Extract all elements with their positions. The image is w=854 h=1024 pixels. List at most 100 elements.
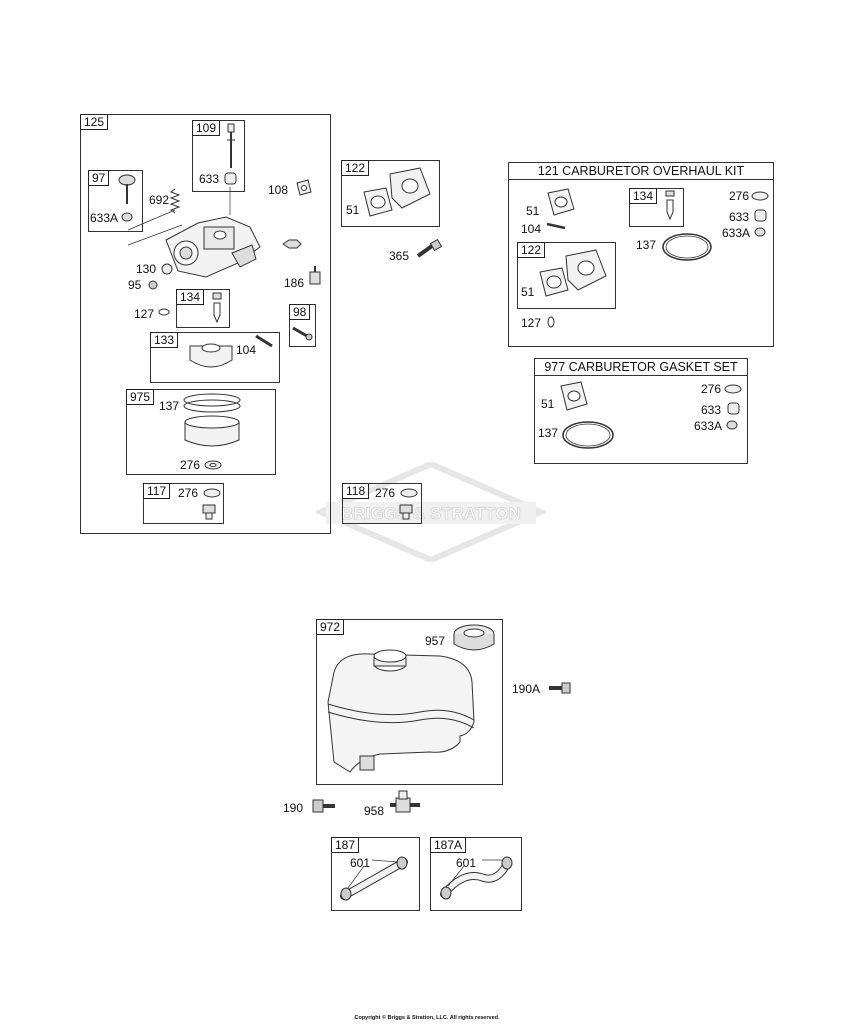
- seal-633-icon: [224, 172, 237, 185]
- sub-122-box: [341, 160, 440, 227]
- fuel-line-187-box: [331, 837, 420, 911]
- float-needle-icon: [212, 292, 222, 324]
- part-51-label[interactable]: 51: [541, 397, 555, 411]
- part-130-label[interactable]: 130: [136, 262, 157, 276]
- part-137-label[interactable]: 137: [159, 399, 180, 413]
- washer-130-icon: [161, 263, 173, 275]
- sub-122-tag[interactable]: 122: [341, 160, 370, 176]
- carburetor-assembly-box: [80, 114, 331, 534]
- overhaul-122-tag[interactable]: 122: [517, 242, 546, 258]
- fuel-tank-icon: [327, 649, 475, 773]
- sub-117-tag[interactable]: 117: [143, 483, 171, 499]
- oring-127-icon: [158, 308, 170, 316]
- part-633-label[interactable]: 633: [729, 210, 750, 224]
- part-365-label[interactable]: 365: [389, 249, 410, 263]
- gasket-51-icon: [547, 188, 575, 216]
- part-190A-label[interactable]: 190A: [512, 682, 541, 696]
- sub-975-tag[interactable]: 975: [126, 389, 155, 405]
- part-127-label[interactable]: 127: [521, 316, 542, 330]
- sub-133-tag[interactable]: 133: [150, 332, 179, 348]
- part-137-label[interactable]: 137: [636, 238, 657, 252]
- throttle-shaft-icon: [118, 174, 136, 204]
- part-633-label[interactable]: 633: [199, 172, 220, 186]
- part-104-label[interactable]: 104: [236, 343, 257, 357]
- part-276-label[interactable]: 276: [701, 382, 722, 396]
- screw-190-icon: [312, 799, 335, 813]
- fuel-line-187A-tag[interactable]: 187A: [430, 837, 467, 853]
- part-108-label[interactable]: 108: [268, 183, 289, 197]
- washer-276-icon: [400, 488, 418, 498]
- screw-95-icon: [148, 280, 158, 290]
- shutoff-valve-958-icon: [390, 790, 420, 813]
- watermark-text: BRIGGS & STRATTON: [341, 504, 521, 523]
- part-186-label[interactable]: 186: [284, 276, 305, 290]
- overhaul-kit-box: 121 CARBURETOR OVERHAUL KIT: [508, 162, 774, 347]
- elbow-186-icon: [309, 266, 321, 285]
- fuel-line-187A-box: [430, 837, 522, 911]
- part-137-label[interactable]: 137: [538, 426, 559, 440]
- fuel-cap-957-icon: [453, 624, 495, 651]
- fuel-line-187-icon: [340, 856, 408, 901]
- gasket-51-icon: [539, 267, 569, 297]
- seal-633A-icon: [726, 420, 738, 430]
- fuel-line-187A-icon: [440, 856, 513, 900]
- screw-98-icon: [292, 326, 313, 341]
- sub-975-box: [126, 389, 276, 475]
- part-51-label[interactable]: 51: [346, 203, 360, 217]
- sub-117-box: [143, 483, 224, 524]
- overhaul-kit-title[interactable]: 121 CARBURETOR OVERHAUL KIT: [509, 163, 773, 180]
- part-276-label[interactable]: 276: [375, 486, 396, 500]
- overhaul-134-tag[interactable]: 134: [629, 188, 658, 204]
- gasket-set-title[interactable]: 977 CARBURETOR GASKET SET: [535, 359, 747, 376]
- gasket-51-icon: [363, 187, 393, 217]
- sub-118-box: [342, 483, 422, 524]
- part-692-label[interactable]: 692: [149, 193, 170, 207]
- spring-692-icon: [169, 188, 181, 214]
- bracket-108-icon: [296, 179, 312, 196]
- part-104-label[interactable]: 104: [521, 222, 542, 236]
- fuel-tank-tag[interactable]: 972: [316, 619, 345, 635]
- part-51-label[interactable]: 51: [521, 285, 535, 299]
- part-276-label[interactable]: 276: [178, 486, 199, 500]
- float-needle-icon: [665, 190, 675, 221]
- sub-97-tag[interactable]: 97: [88, 170, 110, 186]
- gasket-set-box: 977 CARBURETOR GASKET SET: [534, 358, 748, 464]
- leader-lines-icon: [127, 187, 231, 246]
- sub-118-tag[interactable]: 118: [342, 483, 370, 499]
- fuel-line-187-tag[interactable]: 187: [331, 837, 360, 853]
- washer-276-icon: [203, 488, 221, 498]
- copyright-notice: Copyright © Briggs & Stratton, LLC. All …: [354, 1015, 500, 1021]
- sub-97-box: [88, 170, 143, 232]
- part-95-label[interactable]: 95: [128, 278, 142, 292]
- sub-134-tag[interactable]: 134: [176, 289, 205, 305]
- part-633A-label[interactable]: 633A: [694, 419, 723, 433]
- part-957-label[interactable]: 957: [425, 634, 446, 648]
- sub-109-tag[interactable]: 109: [192, 120, 221, 136]
- oring-137-icon: [662, 233, 712, 261]
- seal-633A-icon: [754, 227, 766, 237]
- seal-633A-icon: [121, 212, 133, 222]
- part-51-label[interactable]: 51: [526, 204, 540, 218]
- fuel-tank-box: [316, 619, 503, 785]
- part-633A-label[interactable]: 633A: [90, 211, 119, 225]
- carburetor-assembly-tag[interactable]: 125: [80, 114, 109, 130]
- part-958-label[interactable]: 958: [364, 804, 385, 818]
- float-133-icon: [189, 343, 233, 368]
- sub-98-tag[interactable]: 98: [289, 304, 311, 320]
- part-127-label[interactable]: 127: [134, 307, 155, 321]
- part-633A-label[interactable]: 633A: [722, 226, 751, 240]
- oring-127-icon: [547, 316, 555, 328]
- screw-190A-icon: [549, 682, 571, 694]
- part-601-label[interactable]: 601: [350, 856, 371, 870]
- gasket-51-icon: [560, 381, 588, 411]
- washer-276-icon: [204, 460, 222, 470]
- part-190-label[interactable]: 190: [283, 801, 304, 815]
- part-276-label[interactable]: 276: [729, 189, 750, 203]
- oring-137-icon: [562, 421, 614, 449]
- part-276-label[interactable]: 276: [180, 458, 201, 472]
- part-601-label[interactable]: 601: [456, 856, 477, 870]
- overhaul-122-box: [517, 242, 616, 309]
- part-633-label[interactable]: 633: [701, 403, 722, 417]
- pin-104-icon: [546, 222, 566, 230]
- bowl-975-icon: [183, 393, 241, 447]
